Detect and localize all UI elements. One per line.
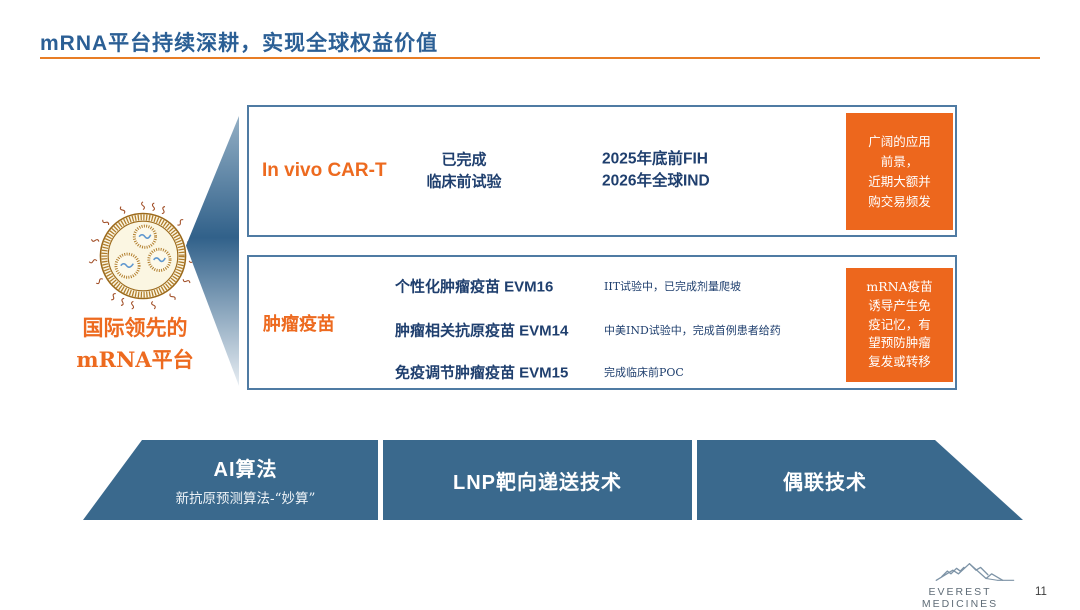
car-t-callout: 广阔的应用 前景， 近期大额并 购交易频发 [846,113,953,230]
platform-label-line1: 国际领先的 [82,315,188,340]
vaccine-callout-line: mRNA疫苗 [866,279,933,295]
banner-ai-algorithm: AI算法 新抗原预测算法-“妙算” [83,440,378,520]
banner-conjugation-title: 偶联技术 [783,471,867,494]
car-t-milestone-line1: 2025年底前FIH [602,150,708,168]
banner-ai-subtitle: 新抗原预测算法-“妙算” [175,491,316,507]
banner-lnp-delivery: LNP靶向递送技术 [383,440,692,520]
banner-lnp-title: LNP靶向递送技术 [453,471,622,494]
car-t-status-line1: 已完成 [441,150,487,169]
vaccine-row-status: IIT试验中，已完成剂量爬坡 [604,280,742,293]
platform-label: 国际领先的 mRNA平台 [45,312,225,375]
car-t-status: 已完成 临床前试验 [384,149,544,193]
banner-ai-title: AI算法 [213,459,278,481]
page-title: mRNA平台持续深耕，实现全球权益价值 [40,32,439,55]
vaccine-row-name: 免疫调节肿瘤疫苗 EVM15 [395,364,569,382]
vaccine-callout-line: 复发或转移 [868,354,931,370]
vaccine-row-status: 中美IND试验中，完成首例患者给药 [604,324,781,337]
banner-conjugation: 偶联技术 [697,440,1023,520]
vaccine-callout-line: 诱导产生免 [868,297,931,313]
car-t-callout-line: 广阔的应用 [868,133,931,149]
vaccine-row-name: 个性化肿瘤疫苗 EVM16 [395,278,554,296]
title-underline [40,57,1040,59]
car-t-milestone-line2: 2026年全球IND [602,173,710,190]
car-t-category-label: In vivo CAR-T [262,160,387,181]
car-t-callout-line: 近期大额并 [868,173,931,189]
vaccine-callout-line: 望预防肿瘤 [868,335,931,351]
platform-label-line2: mRNA平台 [76,346,194,372]
vaccine-callout: mRNA疫苗 诱导产生免 疫记忆，有 望预防肿瘤 复发或转移 [846,268,953,382]
vaccine-category-label: 肿瘤疫苗 [263,313,335,335]
car-t-milestones: 2025年底前FIH 2026年全球IND [602,149,710,194]
tumor-vaccine-box: 肿瘤疫苗 个性化肿瘤疫苗 EVM16 IIT试验中，已完成剂量爬坡 肿瘤相关抗原… [247,255,957,390]
lnp-particle-icon [88,201,198,310]
vaccine-row-status: 完成临床前POC [604,366,684,379]
car-t-box: In vivo CAR-T 已完成 临床前试验 2025年底前FIH 2026年… [247,105,957,237]
car-t-status-line2: 临床前试验 [426,172,502,190]
car-t-callout-line: 前景， [880,153,919,169]
vaccine-row-name: 肿瘤相关抗原疫苗 EVM14 [395,322,569,340]
vaccine-callout-line: 疫记忆，有 [868,316,931,332]
page-number: 11 [1035,586,1047,598]
mountain-logo-icon [935,563,1015,581]
car-t-callout-line: 购交易频发 [868,193,931,209]
logo-wordmark: EVEREST MEDICINES [921,586,999,610]
